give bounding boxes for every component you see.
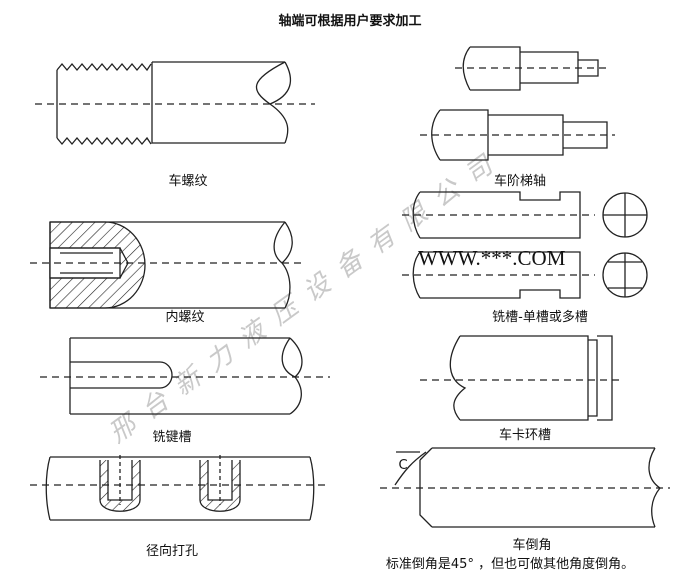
label-circlip-groove: 车卡环槽 [498, 428, 552, 443]
label-radial-hole: 径向打孔 [145, 544, 199, 559]
chamfer-note: 标准倒角是45° ，但也可做其他角度倒角。 [385, 557, 635, 572]
keyway-drawing [40, 337, 330, 415]
radial-hole-drawing [30, 455, 330, 521]
label-thread: 车螺纹 [168, 174, 208, 189]
internal-thread-drawing [30, 221, 305, 309]
label-milled-groove: 铣槽-单槽或多槽 [492, 310, 588, 325]
label-step-shaft: 车阶梯轴 [493, 174, 547, 189]
label-internal-thread: 内螺纹 [165, 310, 205, 325]
milled-groove-drawing [402, 191, 648, 299]
circlip-groove-drawing [420, 335, 620, 421]
label-keyway: 铣键槽 [152, 430, 192, 445]
label-chamfer: 车倒角 [512, 538, 552, 553]
step-shaft-drawing [420, 46, 615, 161]
page-title: 轴端可根据用户要求加工 [278, 14, 422, 29]
thread-drawing [35, 61, 315, 146]
chamfer-symbol: C [398, 458, 408, 473]
website-watermark: WWW.***.COM [418, 246, 566, 270]
chamfer-drawing [380, 447, 670, 528]
